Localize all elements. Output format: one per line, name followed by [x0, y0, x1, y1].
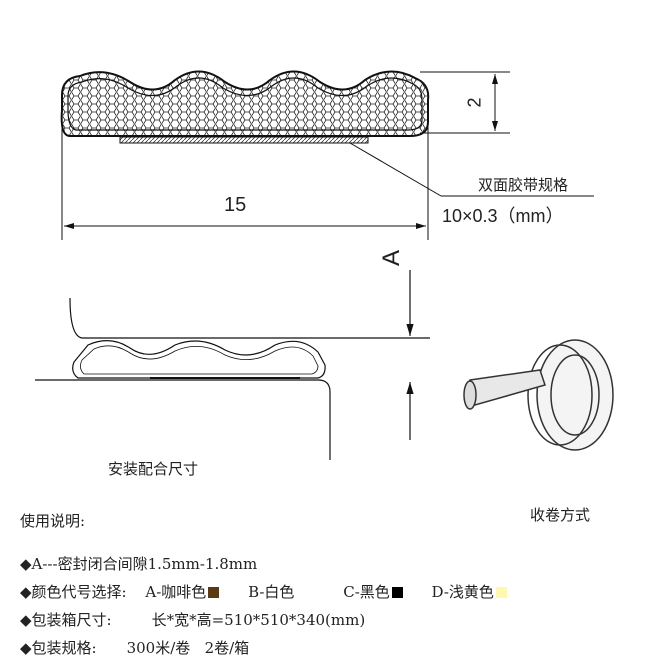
color-option-b: B-白色 — [248, 583, 295, 601]
color-label: ◆颜色代号选择: — [20, 583, 127, 601]
width-dimension: 15 — [224, 194, 247, 216]
seal-profile-section — [60, 70, 430, 144]
color-options: ◆颜色代号选择: A-咖啡色 B-白色 C-黑色 D-浅黄色 — [20, 581, 507, 602]
height-dimension: 2 — [464, 97, 485, 108]
color-option-a: A-咖啡色 — [145, 583, 220, 601]
installation-section — [35, 270, 430, 460]
color-swatch-black — [391, 587, 403, 598]
tape-spec: 10×0.3（mm） — [442, 206, 564, 226]
color-swatch-coffee — [208, 587, 220, 598]
gap-label: A — [378, 249, 406, 267]
packing-spec: ◆包装规格:300米/卷 2卷/箱 — [20, 639, 250, 657]
dimension-lines — [61, 71, 594, 240]
install-caption: 安装配合尺寸 — [108, 460, 199, 478]
gap-spec: ◆A---密封闭合间隙1.5mm-1.8mm — [20, 555, 258, 573]
color-option-d: D-浅黄色 — [432, 583, 507, 601]
tape-label: 双面胶带规格 — [478, 177, 569, 194]
color-option-c: C-黑色 — [343, 583, 403, 601]
box-size: ◆包装箱尺寸:长*宽*高=510*510*340(mm) — [20, 611, 366, 629]
color-swatch-light-yellow — [495, 587, 507, 598]
roll-caption: 收卷方式 — [530, 506, 591, 524]
roll-illustration — [463, 339, 614, 451]
instructions-title: 使用说明: — [20, 512, 86, 530]
